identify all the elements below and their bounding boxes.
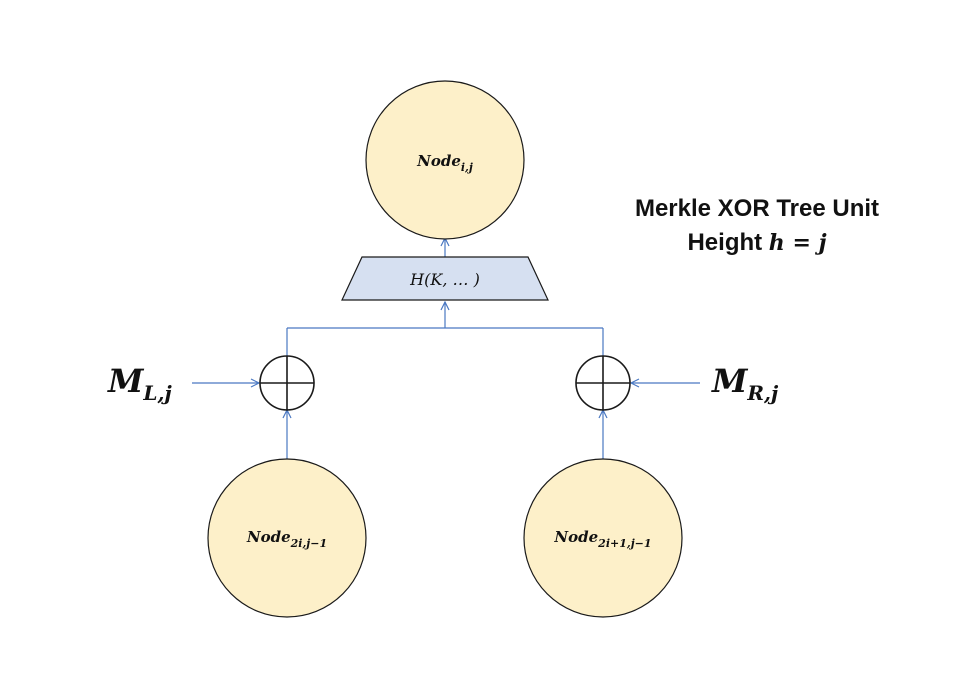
- right-child-node-label: Node: [553, 528, 598, 546]
- diagram-title: Merkle XOR Tree Unit Height h = j: [635, 195, 879, 256]
- hash-function-box: H(K, … ): [341, 256, 549, 301]
- svg-text:Node2i+1,j−1: Node2i+1,j−1: [553, 528, 651, 550]
- left-child-node-label: Node: [246, 528, 291, 546]
- title-line-1: Merkle XOR Tree Unit: [635, 195, 879, 222]
- parent-node: Nodei,j: [365, 80, 525, 240]
- hash-label: H(K, … ): [409, 270, 480, 289]
- svg-text:Node2i,j−1: Node2i,j−1: [246, 528, 327, 550]
- parent-node-label: Node: [416, 152, 461, 170]
- right-child-node: Node2i+1,j−1: [523, 458, 683, 618]
- parent-node-subscript: i,j: [461, 161, 473, 174]
- input-left-label: ML,j: [107, 362, 172, 405]
- left-child-node-subscript: 2i,j−1: [290, 537, 328, 550]
- svg-text:Nodei,j: Nodei,j: [416, 152, 473, 174]
- xor-left: [259, 355, 315, 411]
- xor-right: [575, 355, 631, 411]
- left-child-node: Node2i,j−1: [207, 458, 367, 618]
- title-line-2: Height h = j: [687, 229, 826, 256]
- input-right-label: MR,j: [711, 362, 779, 405]
- right-child-node-subscript: 2i+1,j−1: [597, 537, 651, 550]
